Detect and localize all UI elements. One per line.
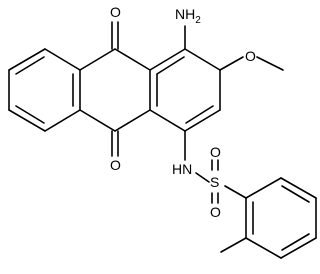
sulfonyl-oxygen-lower-label: O xyxy=(210,204,221,220)
amino-subscript-2: 2 xyxy=(195,15,201,26)
tolyl-ring xyxy=(220,177,317,259)
carbonyl-oxygen-bottom-label: O xyxy=(110,157,121,173)
methoxy-oxygen-label: O xyxy=(245,48,256,64)
sulfur-atom-label: S xyxy=(210,174,219,190)
sulfonamide-nh-label: HN xyxy=(172,161,192,177)
sulfonyl-bonds xyxy=(211,159,247,204)
central-quinone-ring xyxy=(79,48,151,132)
amino-nh-text: NH xyxy=(175,6,195,22)
left-benzene-ring xyxy=(8,48,81,132)
substituent-bonds xyxy=(184,25,284,183)
carbonyl-oxygen-top-label: O xyxy=(110,4,121,20)
right-aromatic-ring xyxy=(149,48,221,132)
amino-group-label: NH2 xyxy=(175,6,201,26)
carbonyl-bonds xyxy=(111,21,119,157)
sulfonyl-oxygen-upper-label: O xyxy=(210,144,221,160)
